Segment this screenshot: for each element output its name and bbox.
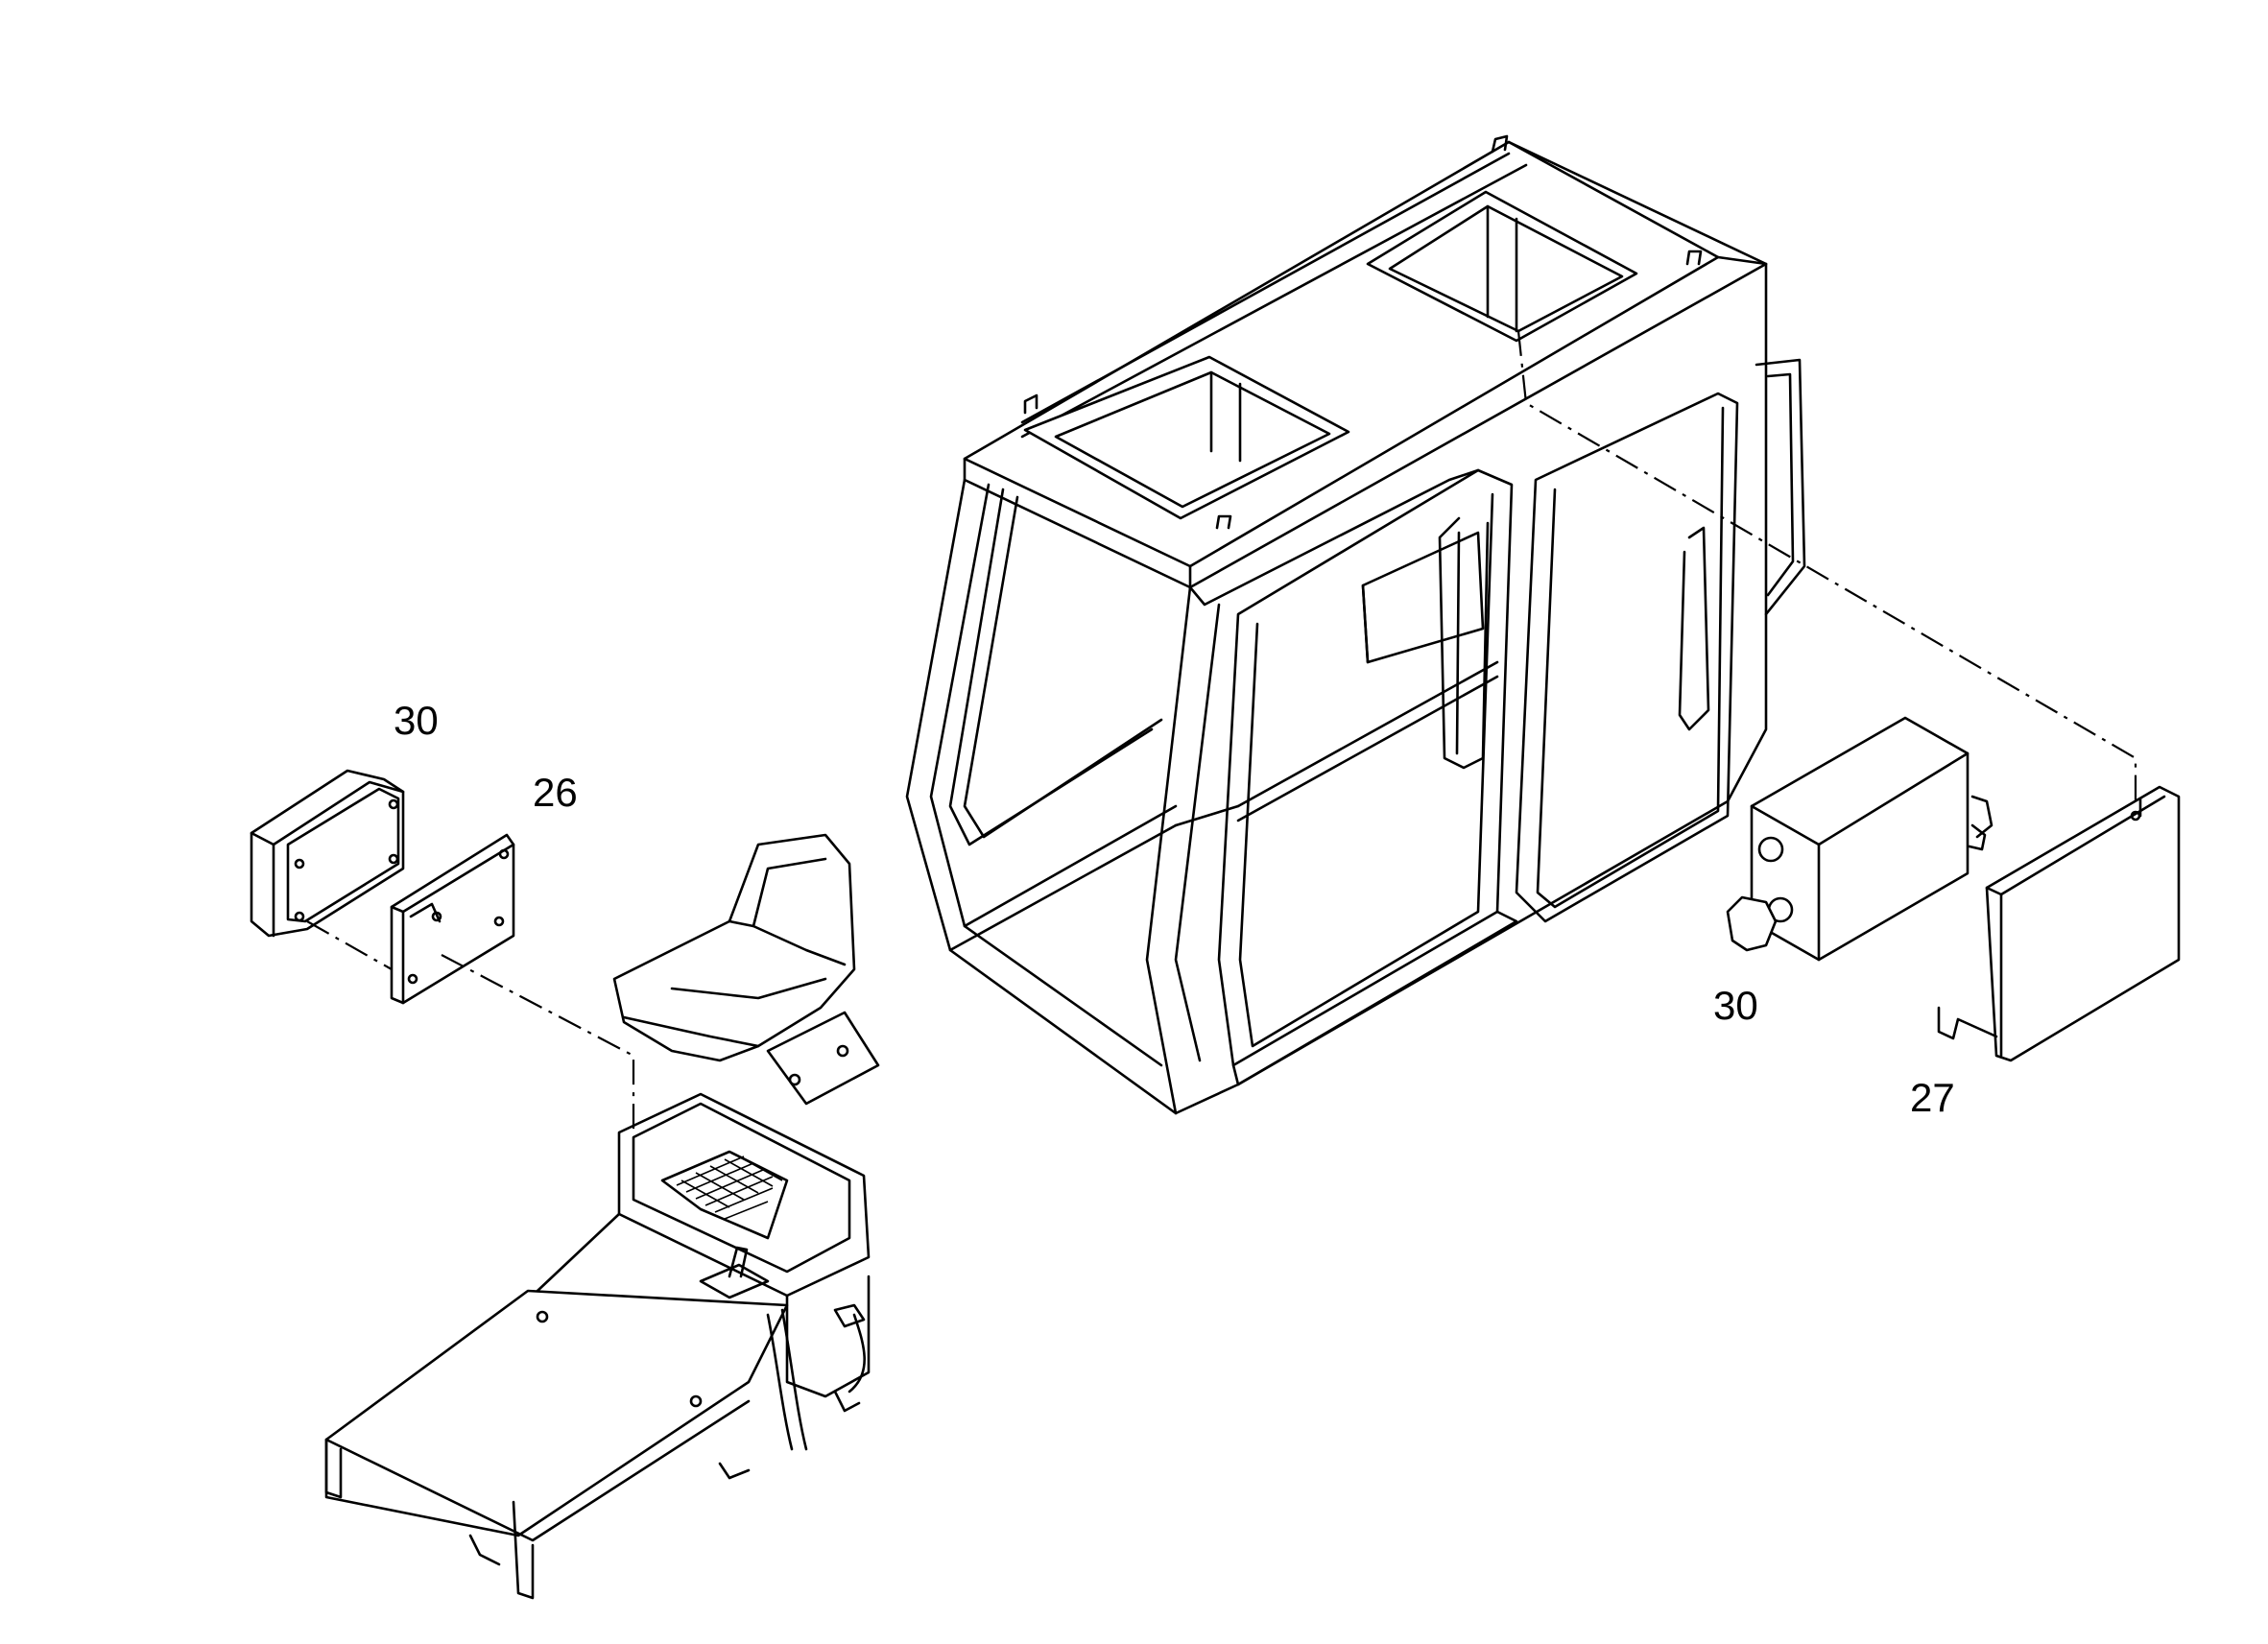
callout-bracket-left: 26 [533, 770, 578, 815]
callout-cover-right: 27 [1910, 1075, 1955, 1120]
operator-cab [905, 134, 1806, 1115]
callout-box-left: 30 [394, 698, 439, 743]
right-component-box [1726, 716, 1993, 962]
right-cover-panel [1937, 785, 2181, 1062]
assembly-leader-lines [306, 330, 2137, 1132]
mounting-bracket [390, 833, 515, 1005]
operator-seat [612, 833, 880, 1106]
left-component-box [250, 769, 405, 938]
callout-box-right: 30 [1713, 983, 1758, 1028]
seat-base-console [324, 1092, 871, 1600]
part-callouts: 30 26 30 27 [394, 698, 1955, 1120]
